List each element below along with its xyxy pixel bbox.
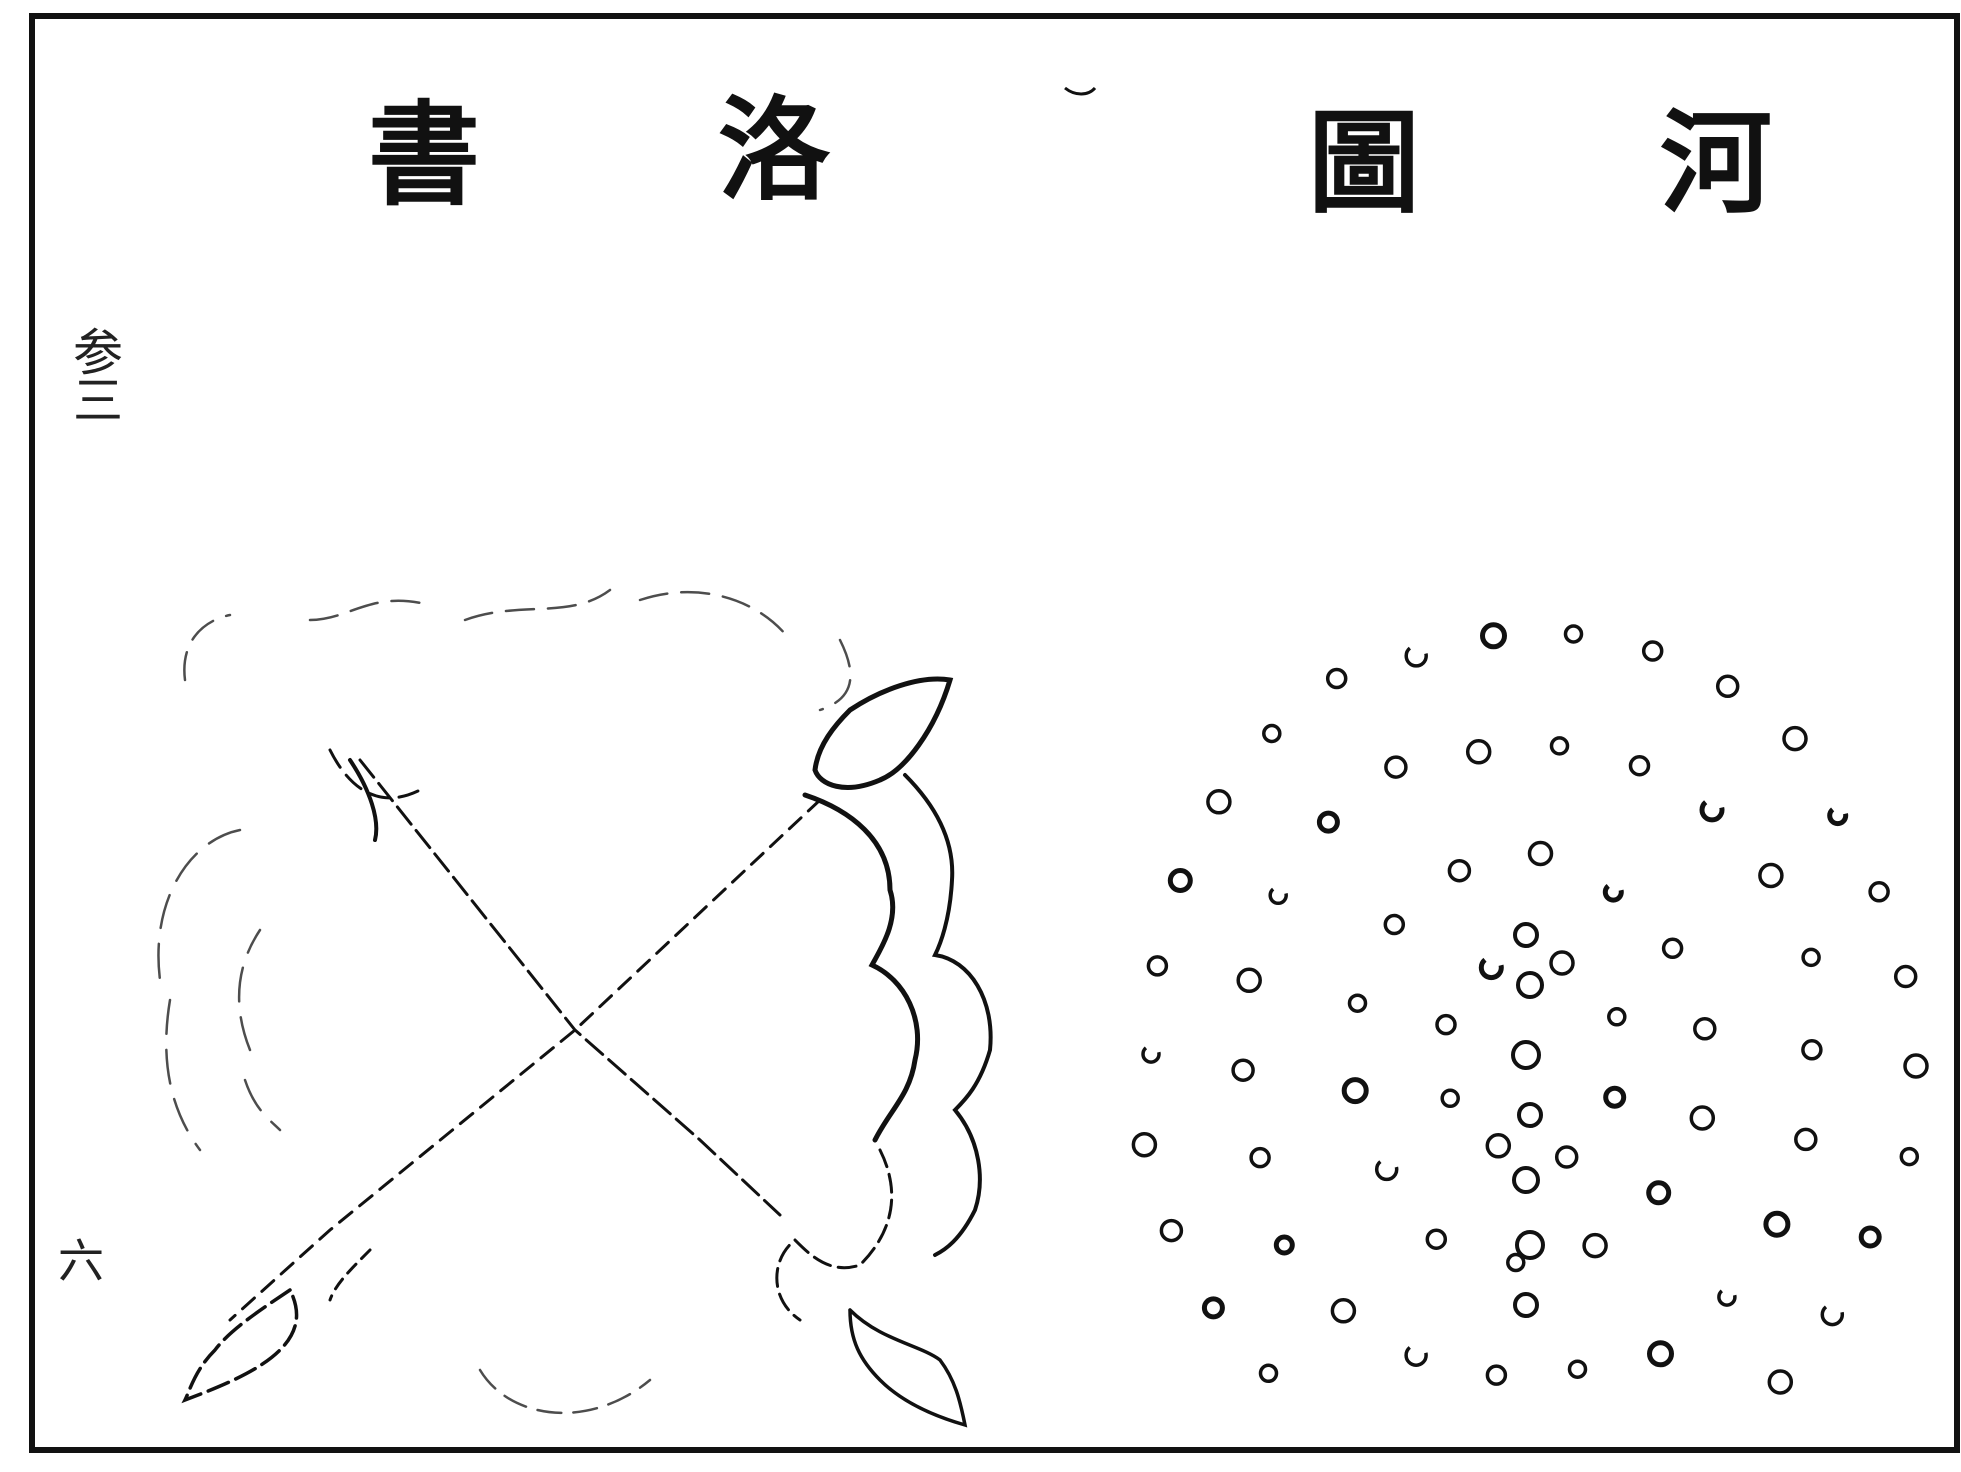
hetu-dot xyxy=(1516,971,1544,999)
hetu-dot xyxy=(1206,789,1232,815)
hetu-dot xyxy=(1549,736,1570,756)
margin-label-main: 参 xyxy=(73,324,123,382)
hetu-dot xyxy=(1478,955,1504,981)
hetu-dot xyxy=(1758,862,1784,889)
title-char-he: 河 xyxy=(1660,98,1772,229)
hetu-dot xyxy=(1820,1302,1845,1327)
hetu-dot xyxy=(1159,1218,1184,1243)
hetu-dot xyxy=(1480,622,1507,650)
hetu-dot xyxy=(1827,805,1849,827)
hetu-dot xyxy=(1549,950,1575,976)
hetu-dot xyxy=(1641,640,1664,662)
hetu-dot xyxy=(1262,723,1282,744)
hetu-dot xyxy=(1893,964,1918,989)
hetu-dot xyxy=(1258,1363,1279,1384)
hetu-dot xyxy=(1465,739,1492,765)
hetu-dot xyxy=(1425,1228,1448,1250)
margin-label-sub: 三 xyxy=(73,371,123,430)
hetu-dot xyxy=(1801,947,1821,968)
hetu-dot xyxy=(1715,674,1740,699)
hetu-dot xyxy=(1374,1157,1399,1182)
hetu-dot xyxy=(1554,1145,1579,1169)
hetu-dot xyxy=(1693,1017,1717,1041)
ink-mark xyxy=(1064,86,1097,96)
hetu-dot xyxy=(1330,1298,1357,1324)
hetu-dot xyxy=(1513,922,1539,948)
hetu-dot xyxy=(1858,1225,1882,1249)
hetu-dot xyxy=(1131,1131,1158,1158)
hetu-dot xyxy=(1517,1102,1543,1128)
frame-border xyxy=(29,13,1960,1453)
hetu-dot xyxy=(1563,624,1584,644)
hetu-dot xyxy=(1506,1252,1526,1273)
title-char-shu: 書 xyxy=(368,90,480,221)
title-char-tu: 圖 xyxy=(1308,98,1420,229)
hetu-dot xyxy=(1717,1287,1737,1307)
hetu-dot xyxy=(1794,1127,1818,1152)
hetu-dot xyxy=(1447,858,1472,883)
hetu-dot xyxy=(1440,1088,1460,1109)
hetu-dot xyxy=(1763,1210,1791,1238)
hetu-dot xyxy=(1899,1146,1920,1167)
hetu-dot xyxy=(1404,1343,1428,1367)
hetu-dot xyxy=(1801,1039,1823,1061)
hetu-dot xyxy=(1201,1296,1225,1320)
hetu-dot xyxy=(1146,955,1169,977)
margin-label: 参 三 xyxy=(68,324,128,430)
hetu-dot xyxy=(1325,667,1348,690)
hetu-dot xyxy=(1513,1292,1539,1318)
hetu-dot xyxy=(1485,1133,1512,1159)
hetu-dot xyxy=(1689,1105,1716,1131)
hetu-dot xyxy=(1582,1232,1608,1259)
hetu-dot xyxy=(1384,755,1408,779)
hetu-dot xyxy=(1607,1007,1627,1027)
hetu-dot xyxy=(1567,1359,1588,1379)
luo-shu-figure xyxy=(157,588,993,1428)
hetu-dot xyxy=(1628,754,1651,777)
hetu-dot xyxy=(1485,1364,1508,1386)
hetu-dot xyxy=(1383,913,1406,936)
he-tu-figure xyxy=(1131,622,1929,1395)
hetu-dot xyxy=(1268,885,1288,906)
hetu-dot xyxy=(1273,1234,1295,1256)
hetu-dot xyxy=(1602,881,1624,903)
hetu-dot xyxy=(1316,810,1340,834)
hetu-dot xyxy=(1515,1230,1545,1260)
hetu-dot xyxy=(1249,1146,1271,1169)
hetu-dot xyxy=(1236,967,1262,994)
hetu-dot xyxy=(1231,1058,1255,1082)
hetu-dot xyxy=(1661,937,1684,960)
hetu-dot xyxy=(1141,1044,1161,1064)
hetu-dot xyxy=(1512,1166,1540,1194)
hetu-dot xyxy=(1167,868,1193,893)
hetu-dot xyxy=(1404,644,1428,668)
hetu-dot xyxy=(1699,797,1725,823)
hetu-dot xyxy=(1511,1040,1541,1070)
hetu-dot xyxy=(1647,1340,1674,1368)
hetu-dot xyxy=(1646,1180,1672,1206)
hetu-dot xyxy=(1341,1077,1369,1105)
hetu-dot xyxy=(1868,881,1890,903)
page-number: 六 xyxy=(58,1234,104,1288)
hetu-dot xyxy=(1603,1085,1627,1109)
hetu-dot xyxy=(1767,1369,1794,1395)
hetu-dot xyxy=(1903,1053,1929,1079)
hetu-dot xyxy=(1782,725,1808,752)
hetu-dot xyxy=(1527,840,1554,867)
hetu-dot xyxy=(1347,993,1368,1013)
title-char-luo: 洛 xyxy=(718,85,830,216)
hetu-dot xyxy=(1435,1013,1457,1036)
